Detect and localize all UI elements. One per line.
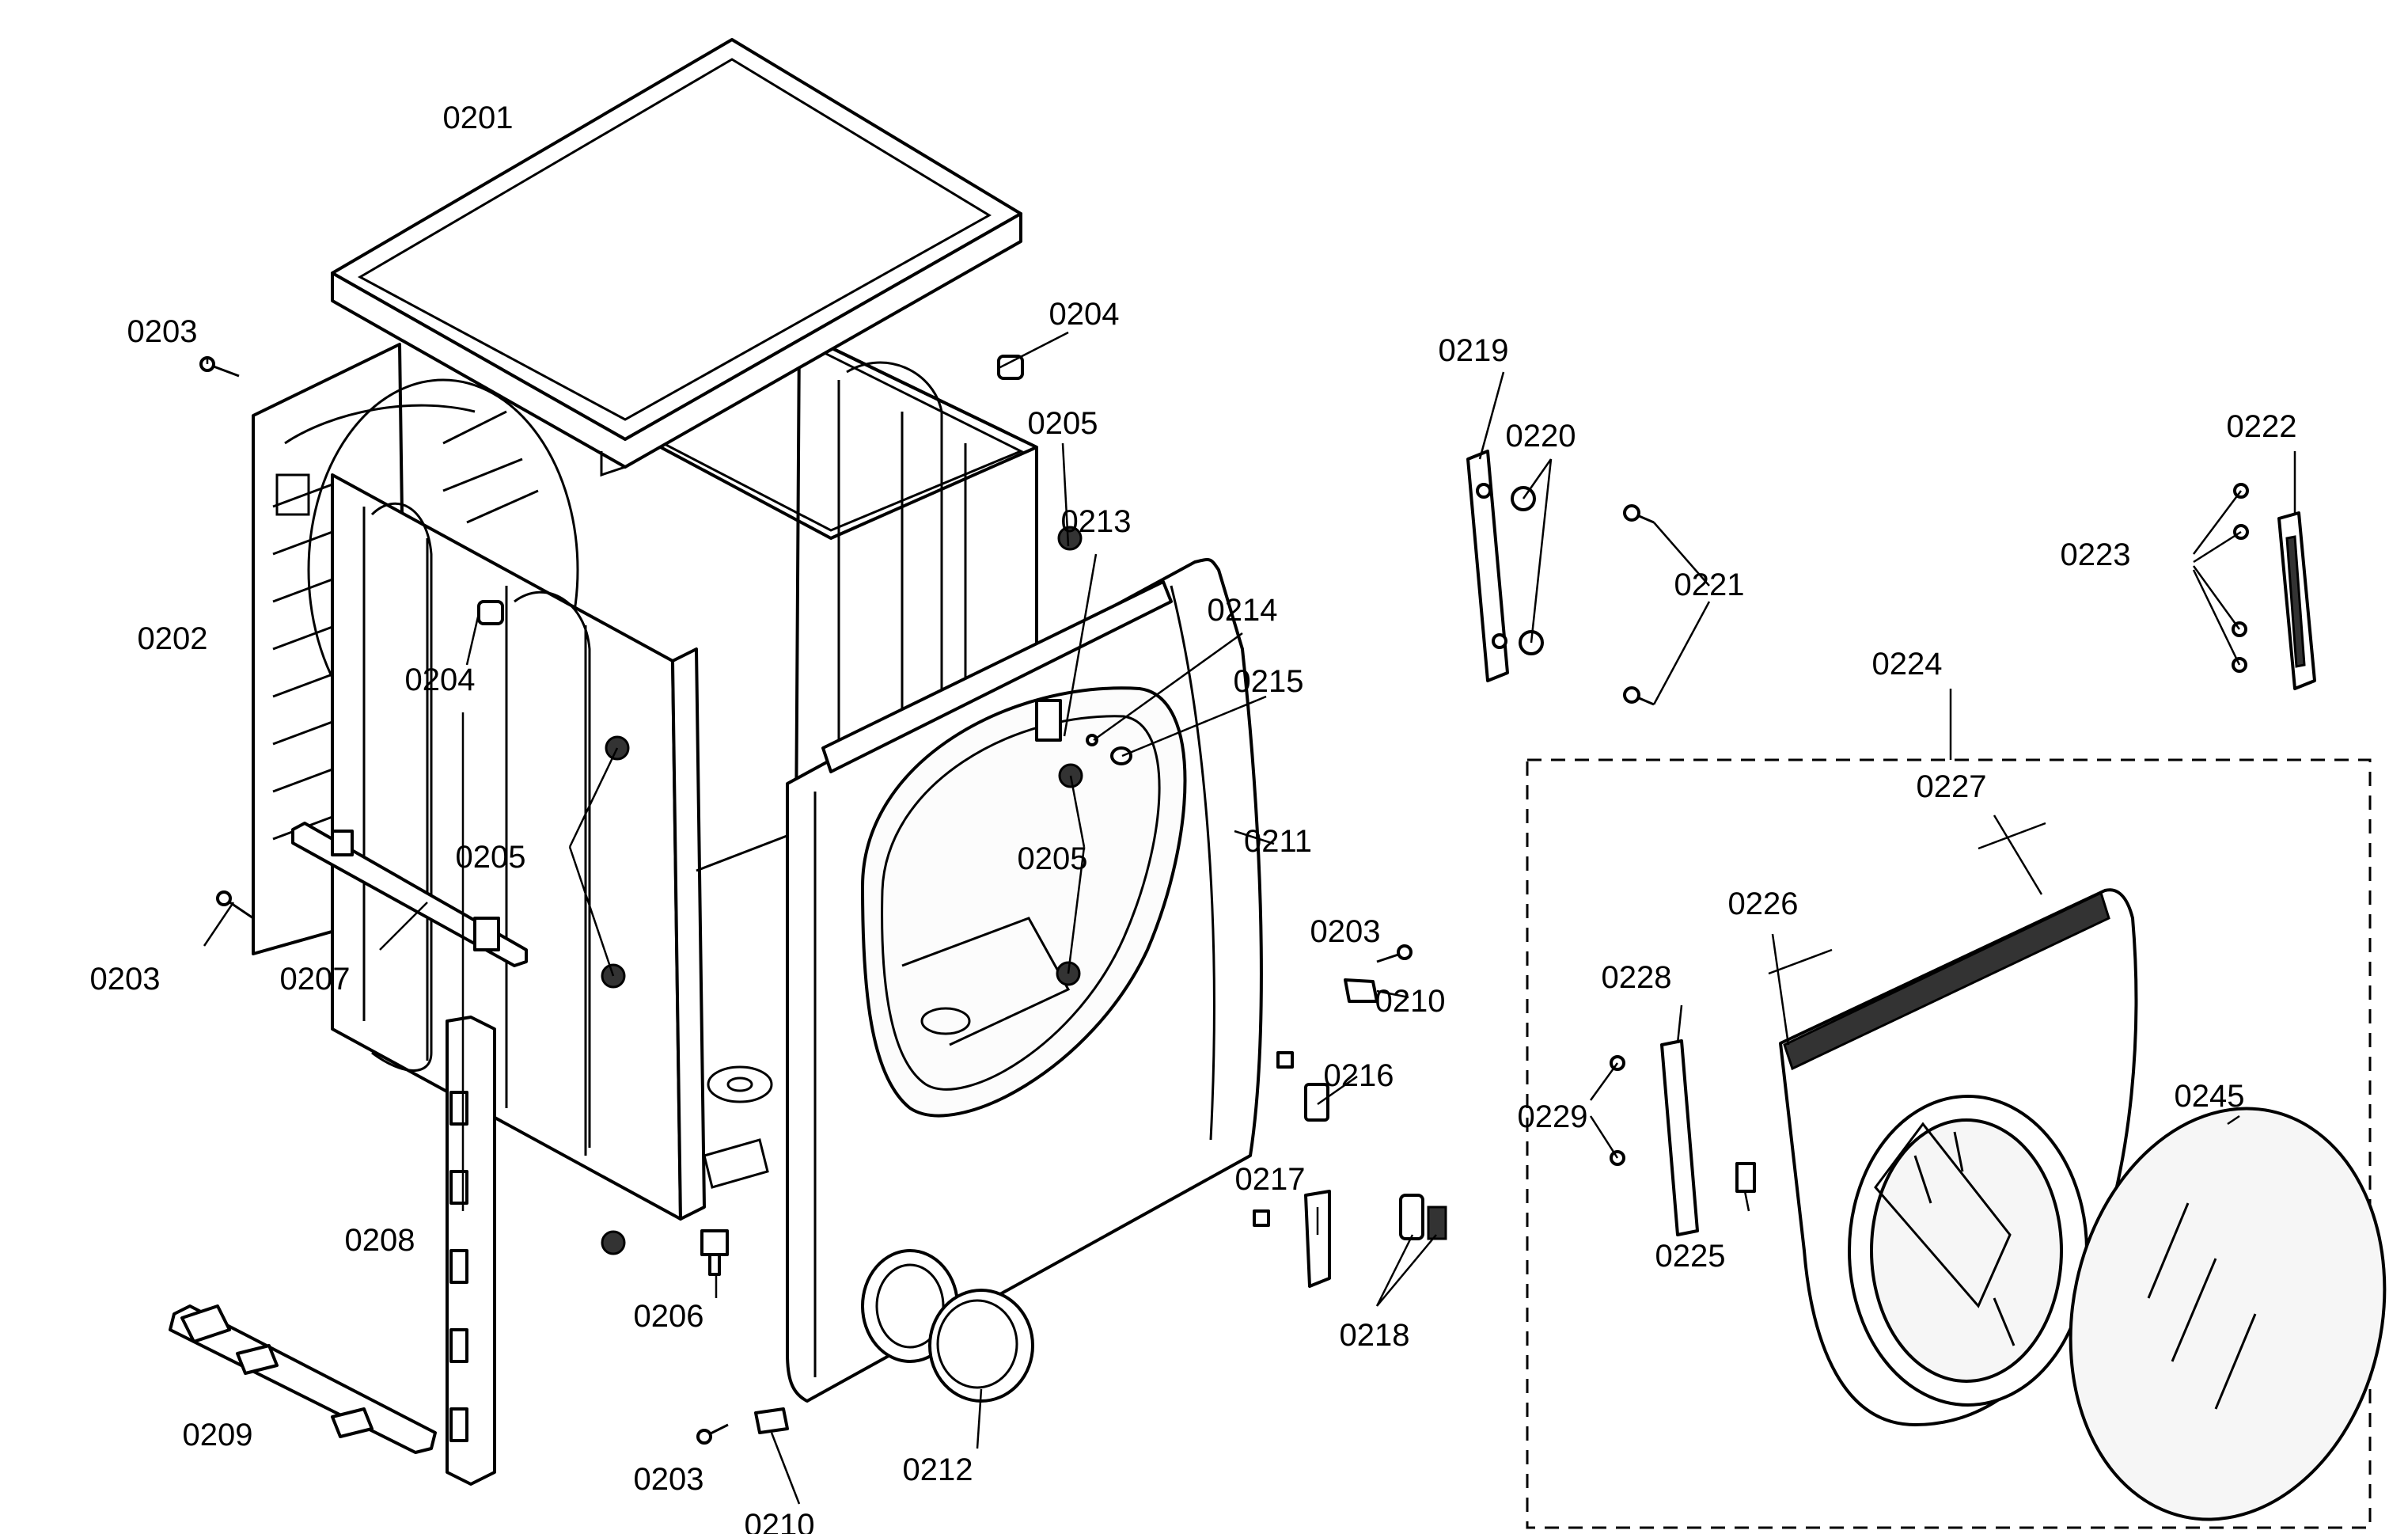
part-label-0204[interactable]: 0204 <box>1049 297 1120 332</box>
part-label-0203[interactable]: 0203 <box>127 314 198 349</box>
part-label-0210[interactable]: 0210 <box>1375 984 1446 1019</box>
part-label-0203[interactable]: 0203 <box>1310 914 1381 949</box>
part-label-0217[interactable]: 0217 <box>1235 1162 1306 1197</box>
part-label-0212[interactable]: 0212 <box>903 1452 973 1487</box>
part-label-0203[interactable]: 0203 <box>90 962 161 997</box>
part-label-0215[interactable]: 0215 <box>1234 664 1304 699</box>
rail-0208-drawing <box>446 1016 496 1486</box>
part-label-0223[interactable]: 0223 <box>2061 537 2131 572</box>
part-label-0245[interactable]: 0245 <box>2175 1079 2245 1114</box>
part-label-0219[interactable]: 0219 <box>1439 333 1509 368</box>
part-label-0225[interactable]: 0225 <box>1655 1239 1726 1274</box>
part-label-0207[interactable]: 0207 <box>280 962 351 997</box>
part-label-0218[interactable]: 0218 <box>1340 1318 1410 1353</box>
part-label-0228[interactable]: 0228 <box>1602 960 1672 995</box>
part-label-0210[interactable]: 0210 <box>745 1508 815 1534</box>
part-label-0229[interactable]: 0229 <box>1518 1099 1588 1134</box>
part-label-0209[interactable]: 0209 <box>183 1418 253 1452</box>
part-label-0227[interactable]: 0227 <box>1917 769 1987 804</box>
front-panel-drawing <box>786 558 1263 1403</box>
part-label-0213[interactable]: 0213 <box>1061 504 1132 539</box>
part-label-0226[interactable]: 0226 <box>1728 887 1799 921</box>
part-label-0221[interactable]: 0221 <box>1674 568 1745 602</box>
small-hardware-drawing <box>199 355 2316 1445</box>
part-label-0203[interactable]: 0203 <box>634 1462 704 1497</box>
part-label-0205[interactable]: 0205 <box>456 840 526 875</box>
part-label-0224[interactable]: 0224 <box>1872 647 1943 682</box>
part-label-0202[interactable]: 0202 <box>138 621 208 656</box>
part-label-0208[interactable]: 0208 <box>345 1223 415 1258</box>
part-label-0222[interactable]: 0222 <box>2227 409 2297 444</box>
cover-cap-drawing <box>928 1289 1034 1403</box>
door-drawing <box>1610 888 2387 1521</box>
part-label-0201[interactable]: 0201 <box>443 101 514 135</box>
part-label-0205[interactable]: 0205 <box>1028 406 1098 441</box>
part-label-0206[interactable]: 0206 <box>634 1299 704 1334</box>
leader-lines <box>203 331 2296 1505</box>
part-labels: 0201 0202 0203 0203 0203 0203 0204 0204 0205 0205… <box>90 101 2297 1534</box>
part-label-0211[interactable]: 0211 <box>1244 824 1312 859</box>
door-assembly-boundary <box>1526 758 2372 1529</box>
top-cover-drawing <box>331 38 1022 477</box>
part-label-0214[interactable]: 0214 <box>1208 593 1278 628</box>
part-label-0205[interactable]: 0205 <box>1018 841 1088 876</box>
part-label-0216[interactable]: 0216 <box>1324 1058 1394 1093</box>
part-label-0220[interactable]: 0220 <box>1506 419 1576 454</box>
part-label-0204[interactable]: 0204 <box>405 663 476 697</box>
bottom-rail-0209-drawing <box>169 1304 437 1454</box>
bracket-0207-drawing <box>291 822 528 967</box>
